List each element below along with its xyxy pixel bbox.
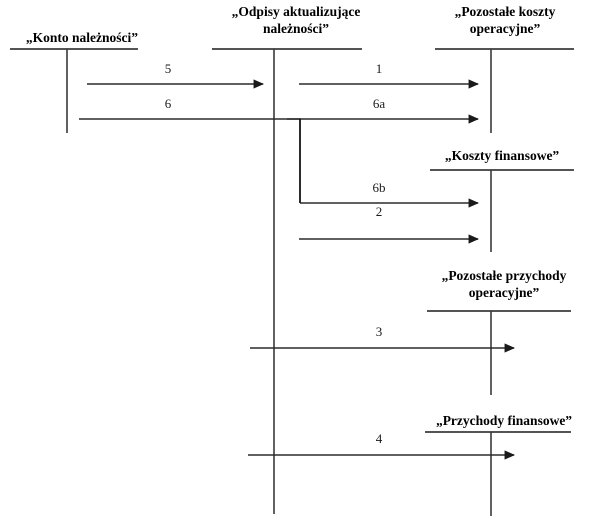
flow-3: 3 [250,324,516,353]
account-title-konto-naleznosci: „Konto należności” [26,30,138,45]
accounts-layer: „Konto należności” „Odpisy aktualizujące n… [10,4,574,516]
flow-5: 5 [87,61,265,89]
flow-6: 6 [79,96,301,120]
account-pozostale-przychody-operacyjne: „Pozostałe przychody operacyjne” [427,268,571,395]
flow-label-6b: 6b [373,180,386,195]
flow-4: 4 [248,431,516,460]
flow-label-5: 5 [165,61,172,76]
account-title-pozostale-koszty-operacyjne: „Pozostałe koszty [455,4,556,19]
account-title-pozostale-przychody-operacyjne: „Pozostałe przychody [442,268,567,283]
flow-6b: 6b [300,180,480,208]
account-title-koszty-finansowe: „Koszty finansowe” [445,148,560,163]
account-title-pozostale-przychody-operacyjne: operacyjne” [469,285,540,300]
account-title-przychody-finansowe: „Przychody finansowe” [436,413,572,428]
account-title-pozostale-koszty-operacyjne: operacyjne” [470,21,541,36]
account-odpisy-aktualizujace-naleznosci: „Odpisy aktualizujące należności” [212,4,362,514]
flow-label-3: 3 [376,324,383,339]
account-pozostale-koszty-operacyjne: „Pozostałe koszty operacyjne” [435,4,574,133]
flow-2: 2 [299,204,480,244]
account-title-odpisy-aktualizujace-naleznosci: należności” [263,21,329,36]
flow-label-1: 1 [376,61,383,76]
flow-label-6: 6 [165,96,172,111]
flows-layer: 5 1 6 6a 6b 2 3 4 [79,61,516,460]
flow-label-6a: 6a [373,96,386,111]
account-koszty-finansowe: „Koszty finansowe” [430,148,574,252]
flow-label-4: 4 [376,431,383,446]
account-title-odpisy-aktualizujace-naleznosci: „Odpisy aktualizujące [232,4,361,19]
flow-1: 1 [299,61,480,89]
account-przychody-finansowe: „Przychody finansowe” [425,413,572,516]
flow-label-2: 2 [376,204,383,219]
account-konto-naleznosci: „Konto należności” [10,30,138,133]
flow-6a: 6a [287,96,480,124]
